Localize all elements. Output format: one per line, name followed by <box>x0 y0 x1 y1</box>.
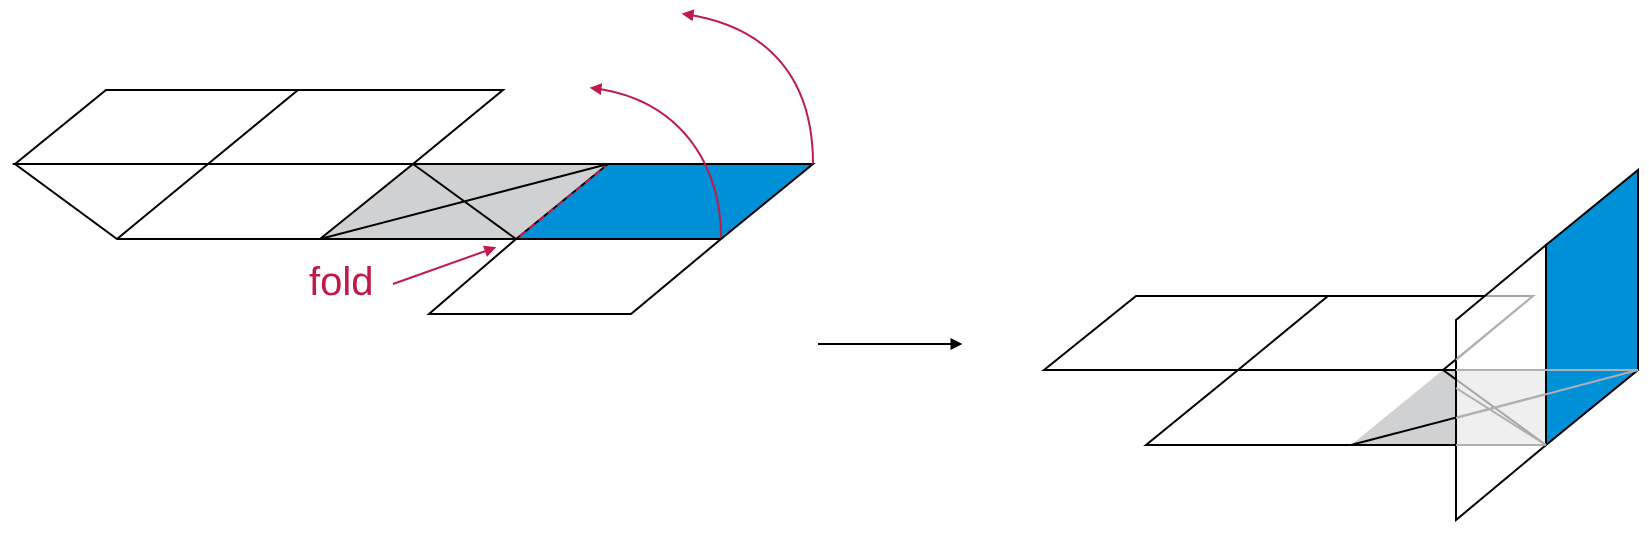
fold-label: fold <box>309 260 374 304</box>
net-top-row <box>12 89 506 165</box>
net-bottom-square <box>426 238 724 315</box>
folding-face-blue <box>516 164 813 239</box>
folded-net <box>1041 167 1639 523</box>
fold-pointer-arrow <box>392 245 497 285</box>
fold-arrow-outer <box>681 9 814 165</box>
raised-face-translucent <box>1455 242 1547 523</box>
base-face-diagonals <box>319 163 609 240</box>
unfolded-net <box>11 89 816 315</box>
hidden-edges <box>1455 295 1639 446</box>
raised-face-blue <box>1545 167 1639 448</box>
fold-line <box>519 165 607 237</box>
fold-arrow-inner <box>589 83 722 238</box>
